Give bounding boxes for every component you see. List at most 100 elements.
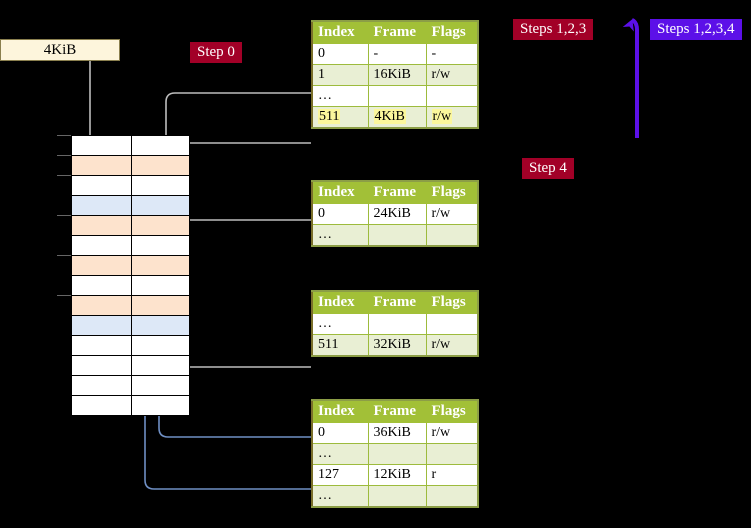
column-header: Frame (367, 20, 427, 44)
memory-row (72, 276, 189, 296)
table-cell: … (311, 224, 369, 247)
table-cell (367, 224, 427, 247)
memory-tick (57, 135, 71, 136)
table-cell: r/w (425, 334, 479, 357)
wire-step4a (152, 201, 311, 438)
table-cell: 0 (311, 43, 369, 65)
memory-row (72, 236, 189, 256)
column-header: Flags (425, 180, 479, 204)
table-cell: … (311, 313, 369, 335)
highlighted-value: 4KiB (373, 109, 406, 124)
table-cell (367, 313, 427, 335)
memory-tick (57, 155, 71, 156)
column-header: Index (311, 180, 369, 204)
table-row: … (311, 224, 479, 247)
table-cell: r/w (425, 106, 479, 129)
table-cell: r/w (425, 64, 479, 86)
table-cell: r (425, 464, 479, 486)
wire-step1 (165, 92, 311, 149)
table-cell: 511 (311, 334, 369, 357)
table-cell: 127 (311, 464, 369, 486)
table-cell: 0 (311, 203, 369, 225)
table-cell (425, 85, 479, 107)
table-row: … (311, 443, 479, 465)
table-cell: 24KiB (367, 203, 427, 225)
memory-row (72, 216, 189, 236)
table-cell: 0 (311, 422, 369, 444)
table-cell: … (311, 485, 369, 508)
highlighted-value: 511 (318, 109, 341, 124)
wire-step2 (175, 219, 311, 262)
table-row: … (311, 485, 479, 508)
table-cell: r/w (425, 422, 479, 444)
memory-tick (57, 295, 71, 296)
table-cell (425, 443, 479, 465)
table-cell: 1 (311, 64, 369, 86)
wire-step3 (174, 306, 311, 368)
column-header: Index (311, 399, 369, 423)
table-cell: … (311, 443, 369, 465)
column-header: Frame (367, 180, 427, 204)
table-cell: - (367, 43, 427, 65)
memory-row (72, 356, 189, 376)
table-cell (425, 313, 479, 335)
table-cell: r/w (425, 203, 479, 225)
memory-tick (57, 255, 71, 256)
memory-row (72, 396, 189, 416)
table-cell (367, 443, 427, 465)
table-cell: … (311, 85, 369, 107)
table-cell (425, 485, 479, 508)
badge-steps-1-2-3-4: Steps 1,2,3,4 (650, 19, 742, 40)
memory-row (72, 336, 189, 356)
memory-tick (57, 175, 71, 176)
column-header: Flags (425, 20, 479, 44)
wire-recursive (622, 18, 639, 138)
column-header: Index (311, 20, 369, 44)
badge-steps-1-2-3: Steps 1,2,3 (513, 19, 594, 40)
page-box-4kib: 4KiB (0, 39, 120, 61)
table-cell: 511 (311, 106, 369, 129)
physical-memory-grid (71, 135, 190, 416)
table-cell (425, 224, 479, 247)
column-header: Flags (425, 290, 479, 314)
column-header: Frame (367, 290, 427, 314)
page-box-label: 4KiB (43, 41, 77, 58)
table-row: … (311, 313, 479, 335)
table-cell: - (425, 43, 479, 65)
column-header: Index (311, 290, 369, 314)
memory-row (72, 376, 189, 396)
table-cell: 4KiB (367, 106, 427, 129)
memory-row (72, 256, 189, 276)
table-cell: 32KiB (367, 334, 427, 357)
highlighted-value: r/w (431, 109, 453, 124)
table-cell (367, 485, 427, 508)
table-row: 0-- (311, 43, 479, 65)
memory-row (72, 176, 189, 196)
memory-row (72, 136, 189, 156)
table-cell: 36KiB (367, 422, 427, 444)
wire-step4b (138, 321, 311, 490)
table-row: 511 4KiB r/w (311, 106, 479, 129)
memory-tick (57, 215, 71, 216)
badge-step-4: Step 4 (522, 158, 574, 179)
badge-step-0: Step 0 (190, 42, 242, 63)
table-row: … (311, 85, 479, 107)
memory-row (72, 156, 189, 176)
column-header: Flags (425, 399, 479, 423)
table-cell (367, 85, 427, 107)
memory-row (72, 196, 189, 216)
memory-row (72, 296, 189, 316)
